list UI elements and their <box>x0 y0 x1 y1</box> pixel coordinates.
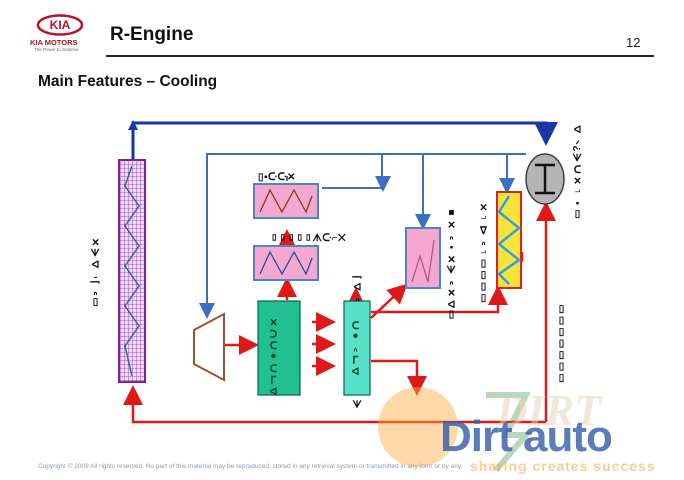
upper-cooler-label: ▯▪ᑢᑢ✕ <box>258 172 296 183</box>
watermark-text: Dirt auto <box>440 412 613 461</box>
head-bottom-label: ᗑ <box>352 398 363 409</box>
heater-core-label: ▯▯▯▯⌐ᐡᐃ⌐✕ <box>478 200 489 304</box>
section-subtitle: Main Features – Cooling <box>38 73 218 90</box>
kia-logo: KIA KIA MOTORS The Power to Surprise <box>28 14 94 52</box>
slide-header: KIA KIA MOTORS The Power to Surprise R-E… <box>0 0 684 60</box>
block-label: ᐅᒧᑐ●ᑐᑕ✕ <box>268 315 279 396</box>
heater-core <box>496 191 522 289</box>
bypass-label: ▯▯▯▯▯▯▯ <box>556 303 567 384</box>
logo-text: KIA MOTORS <box>30 38 78 47</box>
watermark-graphic: DIRT <box>378 386 603 472</box>
throttle-heater <box>405 227 441 289</box>
page-title: R-Engine <box>110 24 194 45</box>
thermostat-label: ▯▪⌐✕ᑐᗑ?ᐟᐅ <box>572 122 583 220</box>
head-label: ᐅᒧᐡ●ᑐ <box>350 318 361 376</box>
page-number: 12 <box>626 35 641 50</box>
hot-coolant-lines <box>123 201 556 424</box>
upper-cooler <box>253 183 319 219</box>
throttle-heater-label: ▯ᐅ✕ᐡᗑ✕▪ᐡ✕■ <box>446 206 457 320</box>
watermark-tagline: sharing creates success <box>470 458 656 474</box>
radiator-up-arrow <box>128 120 138 130</box>
copyright-footer: Copyright © 2009 All rights reserved. No… <box>38 463 462 470</box>
thermostat <box>525 153 565 205</box>
kia-oval-icon: KIA <box>36 14 84 36</box>
header-divider <box>106 55 654 57</box>
water-pump <box>193 312 225 382</box>
svg-text:DIRT: DIRT <box>495 386 603 435</box>
bypass-lines <box>199 153 526 319</box>
lower-cooler-label: ▯▯▯▯▯ᗑᑢ⌐✕ <box>270 233 347 244</box>
logo-tagline: The Power to Surprise <box>34 47 79 52</box>
cylinder-head <box>343 300 371 396</box>
radiator-label: ▯ᐡ⌋ᐨᐅᗑ✕ <box>90 235 101 308</box>
radiator <box>118 159 146 383</box>
head-top-label: ᐡᐅ⌋ <box>352 275 363 303</box>
cylinder-block <box>257 300 301 396</box>
svg-text:KIA: KIA <box>50 18 71 32</box>
lower-cooler <box>253 245 319 281</box>
